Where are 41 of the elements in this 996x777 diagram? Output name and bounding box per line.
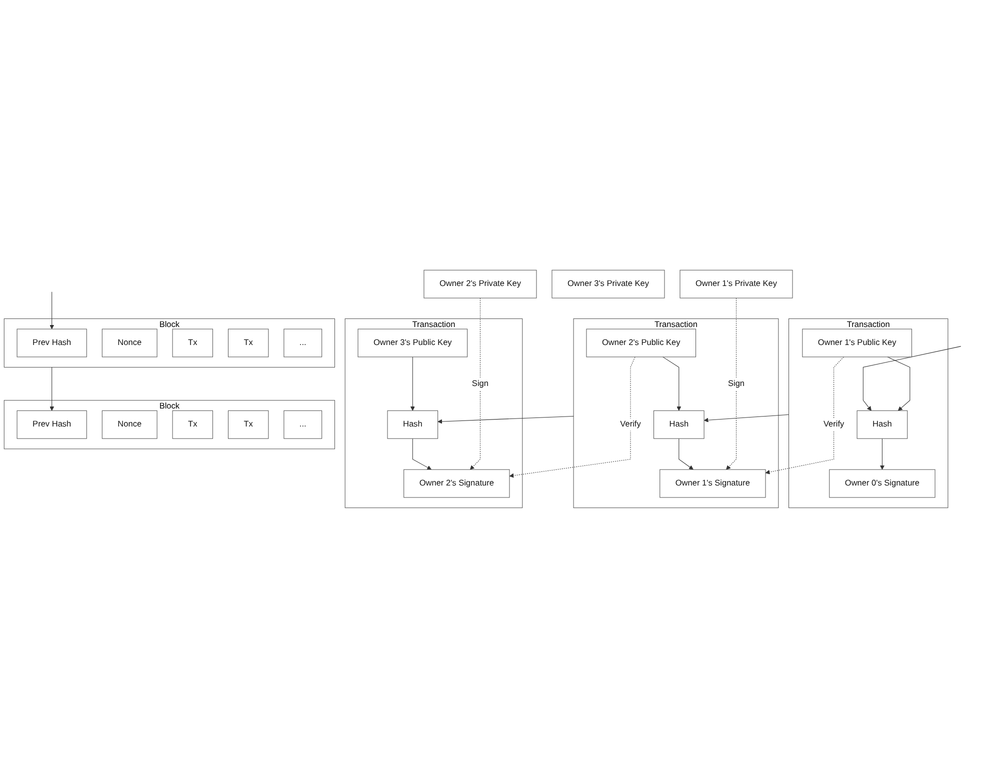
arrow — [50, 291, 54, 329]
arrow — [438, 416, 574, 424]
node-box: Owner 1's Private Key — [680, 269, 793, 298]
node-box: Tx — [228, 328, 269, 357]
node-box: Tx — [172, 410, 213, 438]
node-box: Owner 1's Public Key — [802, 328, 912, 357]
arrow — [662, 356, 682, 410]
node-box: Owner 3's Public Key — [358, 328, 468, 357]
arrow — [410, 356, 415, 410]
node-box: ... — [284, 328, 322, 357]
arrow — [880, 438, 884, 470]
arrow — [726, 297, 737, 470]
edge-label: Sign — [472, 378, 488, 388]
arrow — [704, 414, 790, 422]
node-box: ... — [284, 410, 322, 438]
node-box: Prev Hash — [16, 328, 87, 357]
node-box: Prev Hash — [16, 410, 87, 438]
arrow — [50, 366, 54, 410]
node-box: Hash — [387, 410, 438, 438]
edge-label: Sign — [728, 378, 745, 388]
arrow — [862, 346, 962, 410]
node-box: Owner 2's Private Key — [424, 269, 537, 298]
node-box: Owner 3's Private Key — [552, 269, 665, 298]
node-box: Nonce — [102, 328, 158, 357]
arrow — [765, 356, 844, 474]
node-box: Owner 2's Public Key — [586, 328, 696, 357]
arrow — [678, 438, 694, 470]
arrow — [412, 438, 432, 470]
edge-label: Verify — [823, 420, 844, 428]
edge-label: Verify — [620, 420, 641, 428]
node-box: Owner 1's Signature — [660, 468, 766, 498]
arrow — [509, 356, 636, 478]
node-box: Nonce — [102, 410, 158, 438]
node-box: Hash — [654, 410, 704, 438]
node-box: Hash — [856, 410, 908, 438]
node-box: Owner 2's Signature — [404, 468, 510, 498]
arrow — [887, 356, 910, 410]
node-box: Tx — [172, 328, 213, 357]
arrow — [470, 297, 480, 470]
node-box: Tx — [228, 410, 269, 438]
node-box: Owner 0's Signature — [829, 468, 936, 498]
